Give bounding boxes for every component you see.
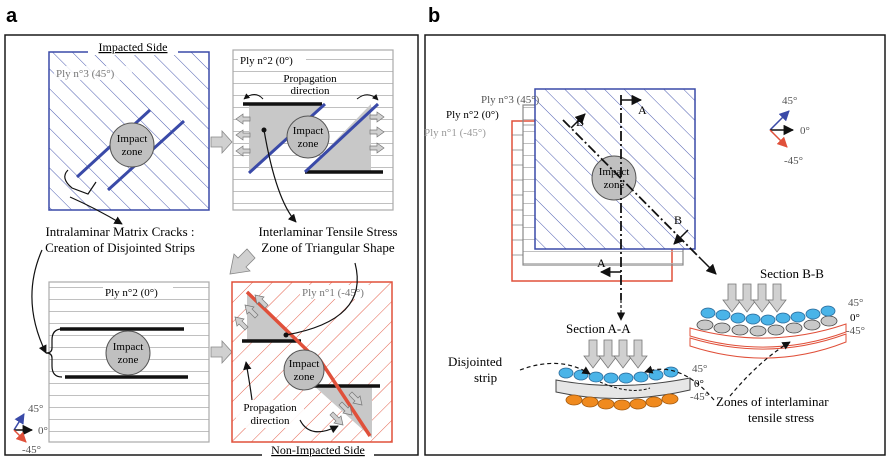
axis-45-label: 45° — [28, 403, 43, 415]
propagation-label: direction — [290, 85, 330, 97]
panel-a-letter: a — [6, 5, 18, 27]
ply3-label-b: Ply n°3 (45°) — [481, 94, 540, 106]
tensile-stress-label: Interlaminar Tensile Stress — [259, 224, 398, 239]
tensile-stress-label: Zone of Triangular Shape — [261, 240, 394, 255]
axis-m45-label: -45° — [784, 155, 803, 167]
axes-legend-a: 45° 0° -45° — [13, 403, 48, 456]
ply3-sheet — [534, 88, 696, 250]
section-b-marker: B — [576, 115, 584, 129]
non-impacted-side-title: Non-Impacted Side — [271, 443, 365, 457]
zones-tensile-label: Zones of interlaminar — [716, 394, 829, 409]
impact-zone-label: zone — [122, 146, 143, 158]
impact-zone-label: Impact — [113, 341, 144, 353]
zones-tensile-label: tensile stress — [748, 410, 814, 425]
impact-zone — [283, 349, 325, 391]
impact-zone-label: zone — [118, 354, 139, 366]
section-a-marker: A — [597, 256, 606, 270]
step-arrow — [229, 248, 256, 275]
step-arrow — [210, 339, 233, 365]
section-bb-view: Section B-B 45° 0° -45° — [689, 266, 865, 359]
axis-0-label: 0° — [800, 125, 810, 137]
impact-zone-label: Impact — [293, 125, 324, 137]
section-b-marker: B — [674, 213, 682, 227]
section-a-marker: A — [638, 103, 647, 117]
impact-zone-label: zone — [298, 138, 319, 150]
axis-0-label: 0° — [38, 425, 48, 437]
ply2-tensile-panel: Ply n°2 (0°) Propagation direction Impac… — [232, 49, 394, 211]
section-aa-title: Section A-A — [566, 321, 631, 336]
propagation-label: direction — [250, 415, 290, 427]
impact-zone — [109, 122, 155, 168]
layer-45-label: 45° — [692, 363, 707, 375]
panel-b-letter: b — [428, 5, 440, 27]
panel-b-frame — [424, 34, 886, 456]
layer-m45-label: -45° — [690, 391, 709, 403]
layer-0-label: 0° — [694, 378, 704, 390]
ply2-strips-panel: Ply n°2 (0°) Impact zone — [45, 281, 210, 443]
layer-m45-label: -45° — [846, 325, 865, 337]
ply1-label-a: Ply n°1 (-45°) — [302, 287, 364, 299]
section-aa-view: Section A-A 45° 0° -45° — [555, 321, 709, 411]
impact-zone-label: Impact — [117, 133, 148, 145]
ply-stack: Ply n°3 (45°) Ply n°2 (0°) Ply n°1 (-45°… — [424, 88, 717, 321]
axis-m45-label: -45° — [22, 444, 41, 456]
disjointed-strip-label: Disjointed — [448, 354, 503, 369]
non-impacted-side-ply: Ply n°1 (-45°) Impact zone Propagation d… — [231, 281, 393, 457]
layer-0-label: 0° — [850, 312, 860, 324]
section-bb-title: Section B-B — [760, 266, 824, 281]
layer-45-label: 45° — [848, 297, 863, 309]
matrix-cracks-label: Intralaminar Matrix Cracks : — [45, 224, 194, 239]
impacted-side-title: Impacted Side — [99, 40, 168, 54]
impact-zone-label: Impact — [289, 358, 320, 370]
propagation-label: Propagation — [283, 73, 337, 85]
impact-zone — [105, 330, 151, 376]
axes-legend-b: 45° 0° -45° — [769, 95, 810, 167]
impact-zone — [591, 155, 637, 201]
ply3-label-a: Ply n°3 (45°) — [56, 68, 115, 80]
axis-45-label: 45° — [782, 95, 797, 107]
propagation-label: Propagation — [243, 402, 297, 414]
ply2-label-a3: Ply n°2 (0°) — [105, 287, 158, 299]
step-arrow — [210, 129, 233, 155]
matrix-cracks-label: Creation of Disjointed Strips — [45, 240, 195, 255]
impact-zone-label: zone — [604, 179, 625, 191]
ply1-label-b: Ply n°1 (-45°) — [424, 127, 486, 139]
disjointed-strip-label: strip — [474, 370, 497, 385]
impacted-side-ply: Impacted Side Ply n°3 (45°) Impact zone — [48, 39, 210, 211]
impact-zone — [286, 115, 330, 159]
ply2-label-b: Ply n°2 (0°) — [446, 109, 499, 121]
brace — [64, 169, 97, 195]
impact-zone-label: zone — [294, 371, 315, 383]
ply2-label-a: Ply n°2 (0°) — [240, 55, 293, 67]
panel-a-frame — [4, 34, 419, 456]
